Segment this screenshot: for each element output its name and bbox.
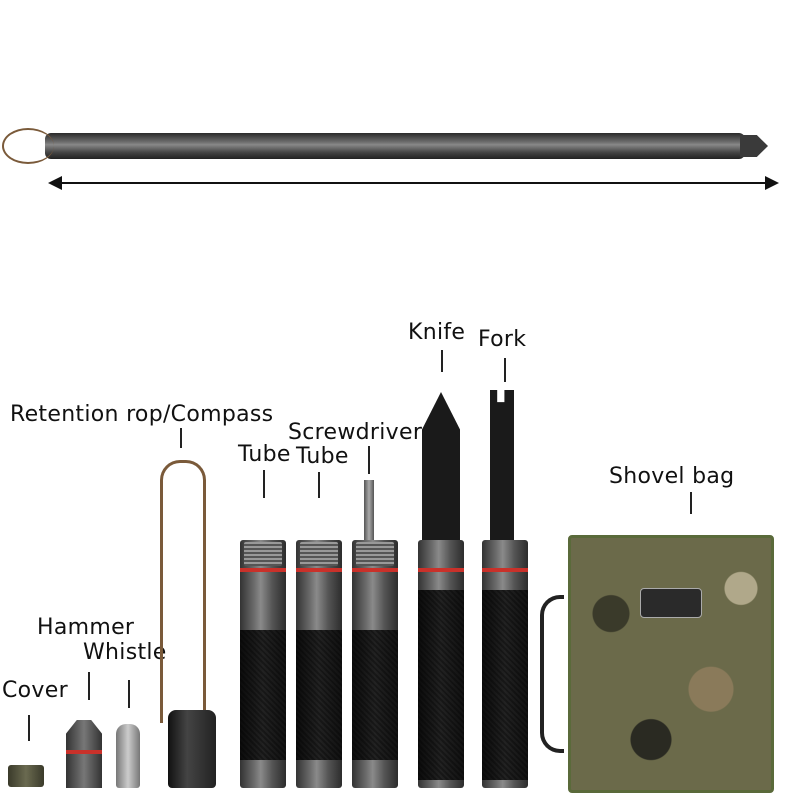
retention-rope: [160, 460, 206, 723]
shovel-bag: [568, 535, 774, 793]
tube-2: [296, 540, 342, 788]
arrow-head-right: [765, 176, 779, 190]
pole-tip: [740, 135, 768, 157]
label-whistle: Whistle: [83, 640, 167, 665]
screwdriver-tube: [352, 540, 398, 788]
cover-part: [8, 765, 44, 787]
assembled-pole: [45, 133, 745, 159]
label-shovel-bag: Shovel bag: [609, 464, 735, 489]
label-cover: Cover: [2, 678, 68, 703]
label-screwdriver: Screwdriver: [288, 420, 423, 445]
bag-strap: [540, 595, 564, 753]
hammer-part: [66, 720, 102, 788]
whistle-part: [116, 724, 140, 788]
tube-1: [240, 540, 286, 788]
bag-logo-badge: [640, 588, 702, 618]
fork-blade: [490, 390, 514, 542]
screwdriver-bit: [364, 480, 374, 542]
knife-blade: [422, 392, 460, 542]
pole-cord: [2, 128, 54, 164]
label-tube-1: Tube: [238, 442, 291, 467]
label-knife: Knife: [408, 320, 466, 345]
compass-cap: [168, 710, 216, 788]
fork-handle: [482, 540, 528, 788]
label-fork: Fork: [478, 327, 527, 352]
label-retention-rope-compass: Retention rop/Compass: [10, 402, 274, 427]
label-hammer: Hammer: [37, 615, 135, 640]
arrow-head-left: [48, 176, 62, 190]
knife-handle: [418, 540, 464, 788]
label-tube-2: Tube: [296, 444, 349, 469]
length-arrow: [55, 182, 773, 184]
